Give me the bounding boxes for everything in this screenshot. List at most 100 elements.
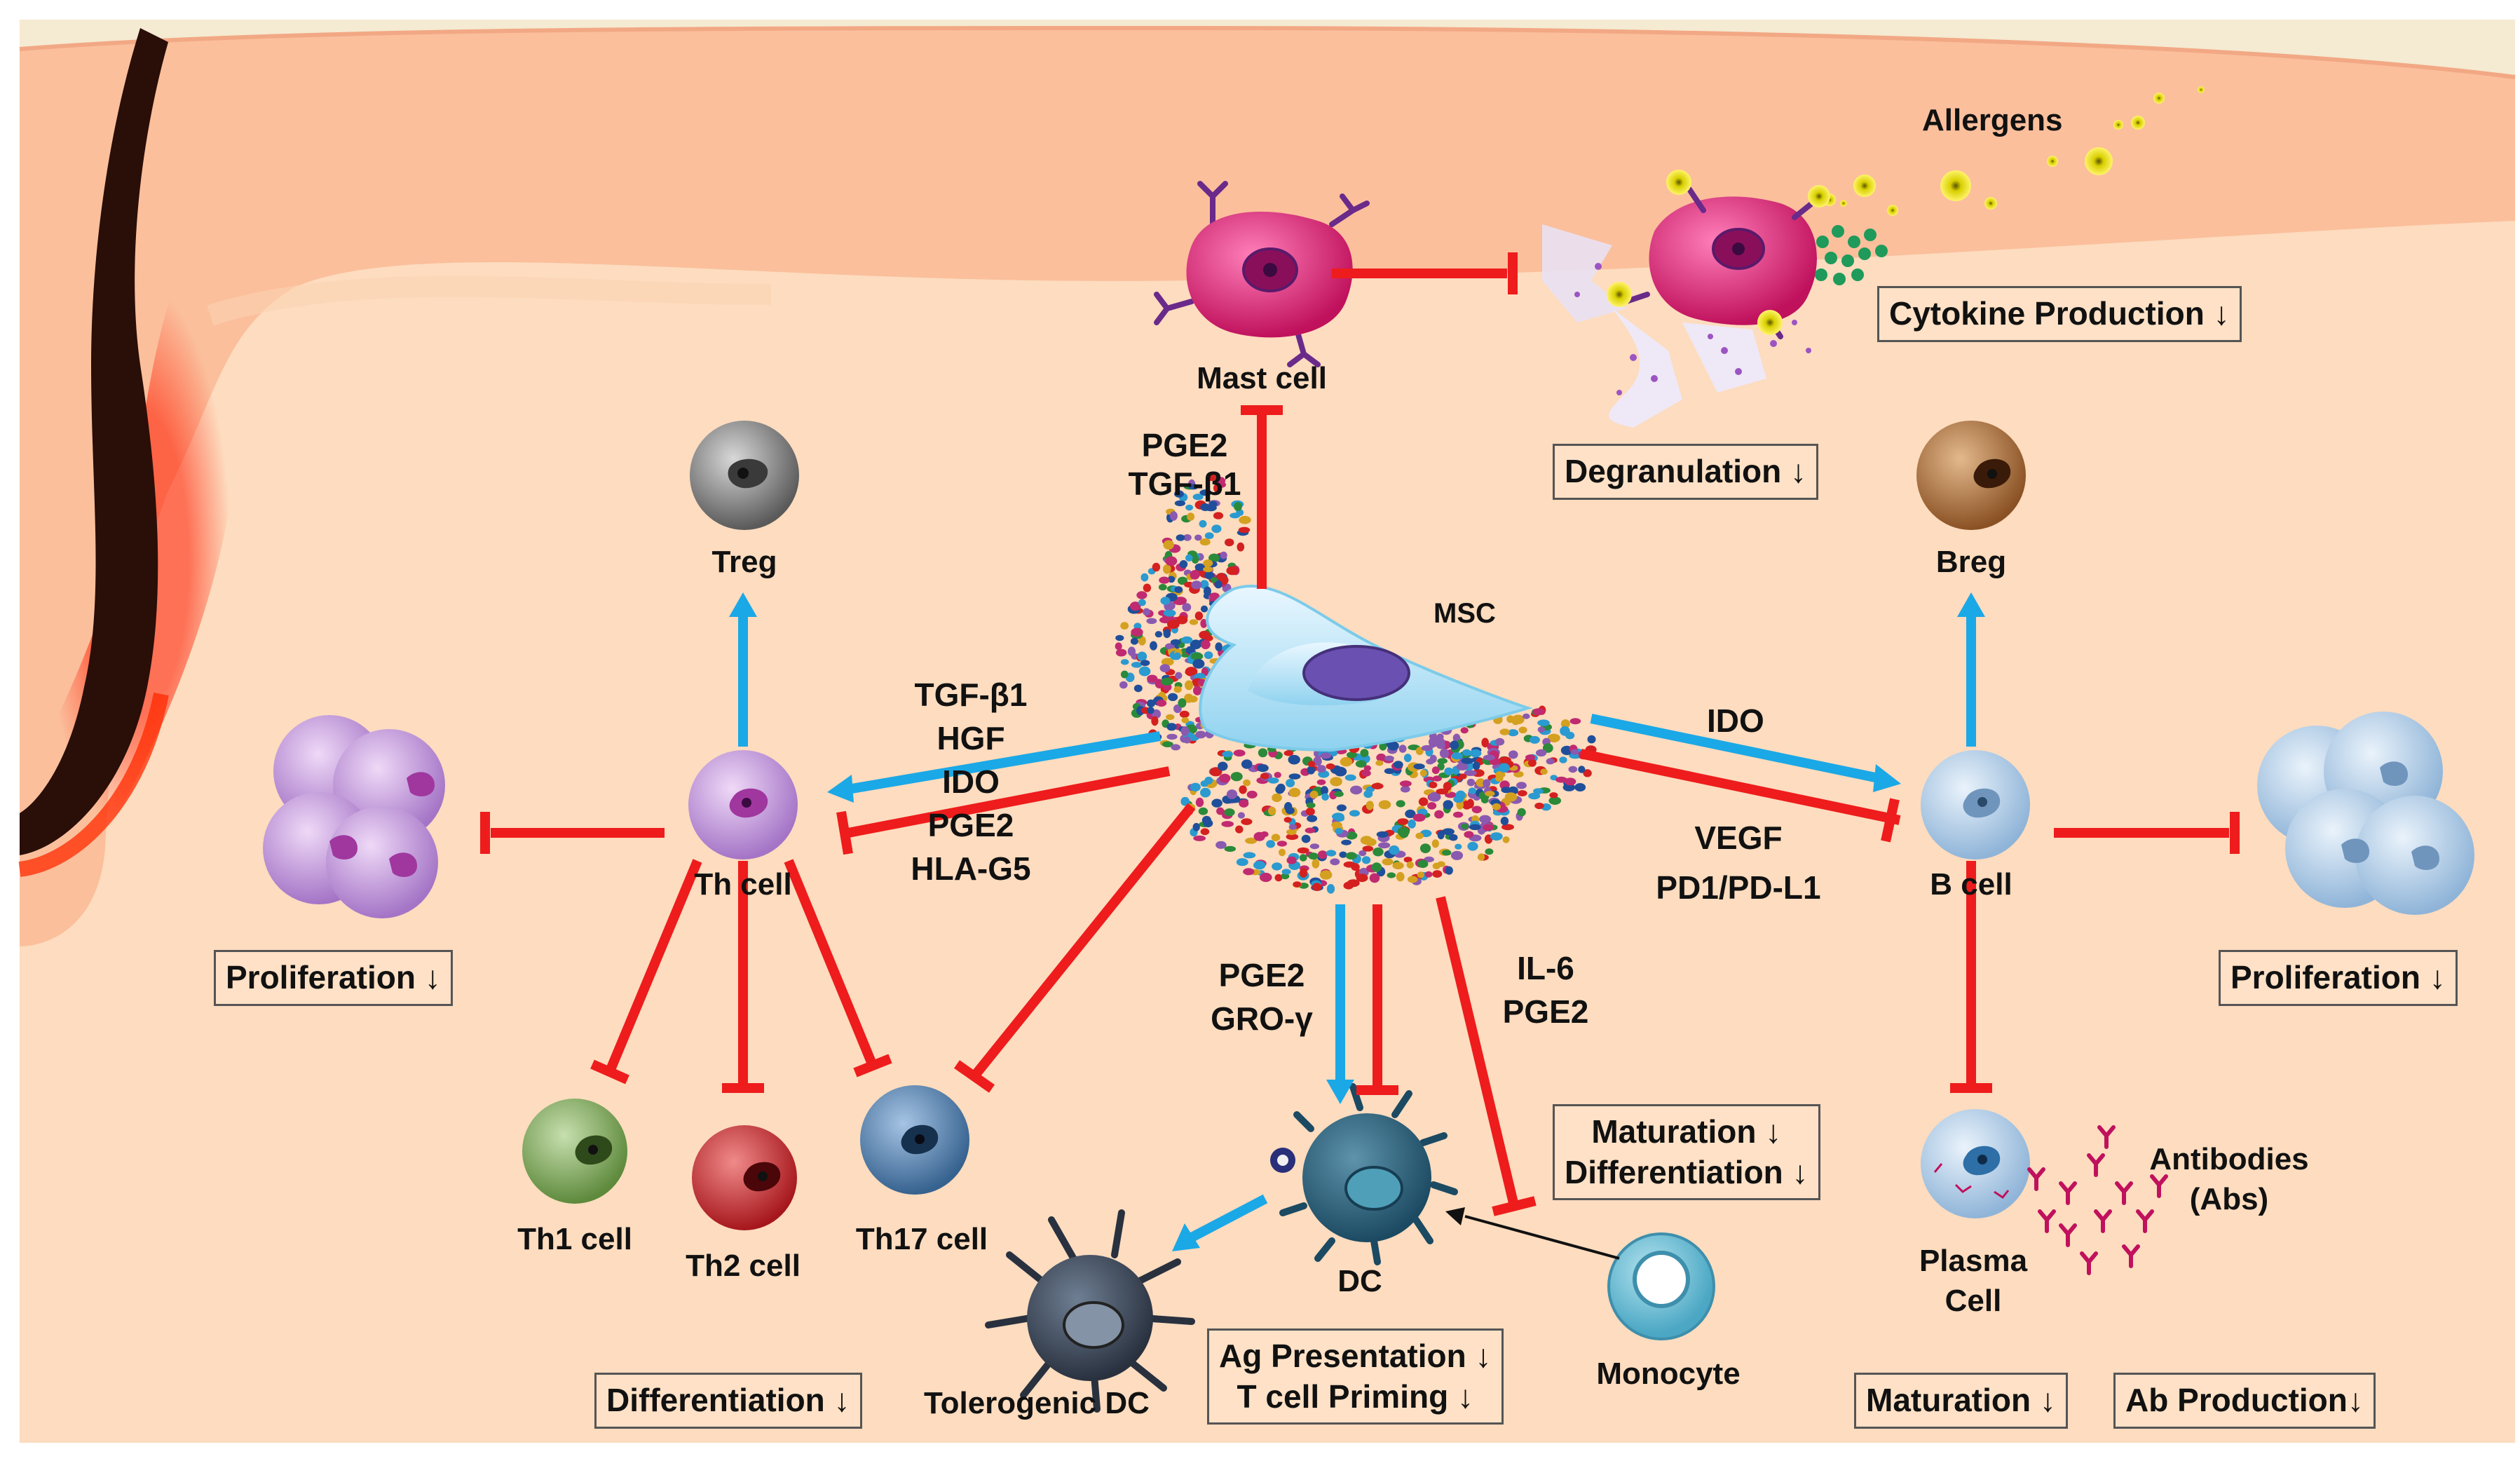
secretome-particle [1199, 489, 1212, 496]
secretome-particle [1214, 580, 1222, 589]
th17-label: Th17 cell [855, 1222, 988, 1256]
secretome-particle [1419, 843, 1431, 853]
secretome-particle [1415, 832, 1424, 839]
th2-label: Th2 cell [686, 1249, 801, 1283]
secretome-particle [1396, 871, 1405, 882]
secretome-particle [1140, 573, 1149, 582]
secretome-particle [1286, 856, 1297, 864]
secretome-particle [1316, 779, 1326, 785]
secretome-particle [1271, 834, 1281, 841]
secretome-particle [1194, 563, 1206, 571]
secretome-particle [1565, 777, 1576, 786]
secretome-particle [1347, 879, 1360, 888]
secretome-particle [1542, 743, 1553, 753]
cytokine-production-box: Cytokine Production ↓ [1877, 286, 2242, 342]
secretome-particle [1399, 780, 1412, 787]
secretome-particle [1413, 763, 1425, 770]
secretome-particle [1492, 803, 1501, 810]
secretome-particle [1150, 641, 1157, 651]
secretome-particle [1307, 761, 1316, 768]
b-maturation-box: Maturation ↓ [1854, 1373, 2068, 1429]
secretome-particle [1279, 848, 1286, 857]
secretome-particle [1204, 571, 1215, 580]
b-factor: VEGF [1694, 820, 1783, 856]
secretome-particle [1501, 787, 1511, 794]
secretome-particle [1171, 744, 1180, 751]
secretome-particle [1165, 643, 1175, 650]
secretome-particle [1407, 876, 1418, 883]
secretome-particle [1226, 566, 1239, 576]
secretome-particle [1397, 818, 1409, 825]
secretome-particle [1143, 608, 1151, 616]
secretome-particle [1239, 515, 1251, 524]
secretome-particle [1378, 842, 1391, 849]
dc-factor-list: PGE2 GRO-γ [1185, 953, 1339, 1040]
secretome-particle [1288, 787, 1301, 797]
mast-cell-icon [1154, 181, 1370, 367]
antibody-icons [2027, 1125, 2168, 1275]
secretome-particle [1146, 699, 1156, 707]
secretome-particle [1443, 800, 1454, 810]
secretome-particle [1583, 769, 1592, 777]
antibody-icon [2087, 1153, 2105, 1177]
secretome-particle [1319, 870, 1333, 880]
secretome-particle [1361, 856, 1371, 864]
secretome-particle [1525, 754, 1535, 761]
monocyte-maturation-line: Maturation ↓ [1591, 1113, 1782, 1150]
secretome-particle [1193, 686, 1202, 695]
secretome-particle [1443, 782, 1452, 791]
secretome-particle [1435, 737, 1445, 747]
secretome-particle [1281, 873, 1290, 880]
secretome-particle [1205, 504, 1217, 512]
treg-cell-icon [690, 421, 799, 530]
secretome-particle [1140, 660, 1150, 666]
secretome-particle [1266, 840, 1275, 848]
secretome-particle [1166, 723, 1177, 731]
secretome-particle [1208, 553, 1220, 563]
secretome-particle [1213, 483, 1222, 493]
secretome-particle [1218, 761, 1228, 771]
secretome-particle [1570, 749, 1579, 755]
secretome-particle [1547, 733, 1560, 743]
secretome-particle [1195, 797, 1204, 808]
secretome-particle [1260, 773, 1269, 780]
b-factor-list: VEGF PD1/PD-L1 [1626, 813, 1851, 913]
treg-label: Treg [711, 545, 777, 579]
secretome-particle [1253, 860, 1266, 870]
monocyte-factor-list: IL-6 PGE2 [1465, 946, 1626, 1033]
secretome-particle [1173, 652, 1181, 660]
secretome-particle [1546, 758, 1555, 765]
th-factor: HGF [937, 720, 1005, 757]
secretome-particle [1528, 759, 1537, 767]
secretome-particle [1168, 693, 1178, 701]
secretome-particle [1216, 807, 1225, 815]
secretome-particle [1349, 810, 1360, 817]
secretome-particle [1276, 841, 1287, 847]
secretome-particle [1275, 785, 1285, 794]
secretome-particle [1176, 534, 1185, 541]
secretome-particle [1239, 785, 1247, 794]
secretome-particle [1532, 708, 1546, 716]
epidermis-band [20, 28, 2515, 946]
secretome-particle [1307, 766, 1315, 775]
secretome-particle [1241, 759, 1253, 769]
secretome-particle [1283, 750, 1294, 756]
secretome-particle [1442, 828, 1455, 836]
secretome-particle [1272, 793, 1282, 803]
antibody-icon [2038, 1209, 2056, 1233]
secretome-particle [1190, 652, 1204, 660]
secretome-particle [1387, 872, 1396, 878]
secretome-particle [1146, 618, 1157, 625]
secretome-particle [1127, 646, 1136, 656]
secretome-particle [1456, 763, 1469, 770]
secretome-particle [1200, 787, 1211, 798]
ag-presentation-line: Ag Presentation ↓ [1219, 1338, 1492, 1374]
th2-cell-icon [692, 1125, 797, 1230]
secretome-particle [1365, 801, 1374, 810]
secretome-particle [1233, 749, 1246, 757]
secretome-particle [1194, 611, 1204, 620]
secretome-particle [1120, 659, 1129, 665]
secretome-particle [1230, 772, 1243, 782]
secretome-particle [1253, 831, 1265, 841]
antibody-icon [2059, 1181, 2077, 1205]
